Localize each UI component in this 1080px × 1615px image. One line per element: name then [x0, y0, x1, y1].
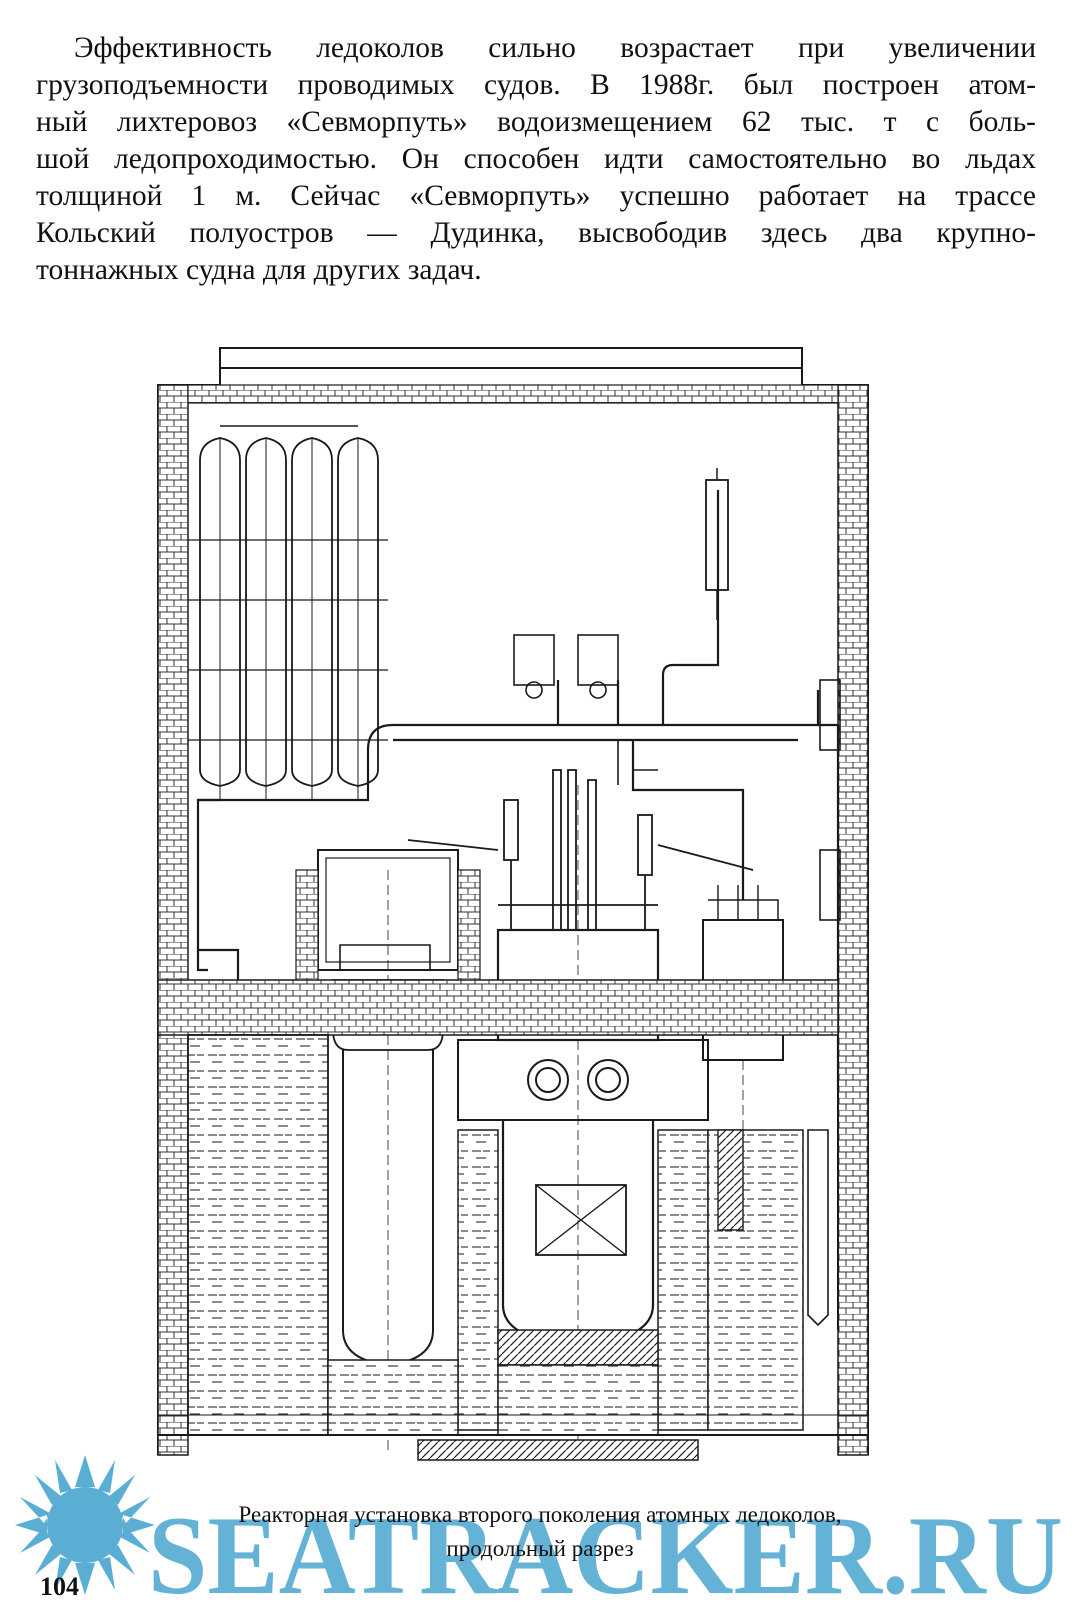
paragraph-line: грузоподъемности проводимых судов. В 198…	[36, 69, 1036, 101]
figure-caption: Реакторная установка второго поколения а…	[40, 1498, 1040, 1566]
paragraph-line: шой ледопроходимостью. Он способен идти …	[36, 143, 1036, 175]
paragraph-line: Кольский полуостров — Дудинка, высвободи…	[36, 217, 1036, 249]
reactor-cross-section-drawing	[118, 330, 998, 1480]
body-paragraph: Эффективность ледоколов сильно возрастае…	[36, 30, 1036, 289]
paragraph-line: тоннажных судна для других задач.	[36, 254, 482, 286]
paragraph-line: ный лихтеровоз «Севморпуть» водоизмещени…	[36, 106, 1036, 138]
caption-line-1: Реакторная установка второго поколения а…	[238, 1502, 842, 1527]
page-number: 104	[40, 1572, 79, 1601]
paragraph-line: Эффективность ледоколов сильно возрастае…	[74, 32, 1036, 64]
paragraph-line: толщиной 1 м. Сейчас «Севморпуть» успешн…	[36, 180, 1036, 212]
caption-line-2: продольный разрез	[446, 1536, 634, 1561]
